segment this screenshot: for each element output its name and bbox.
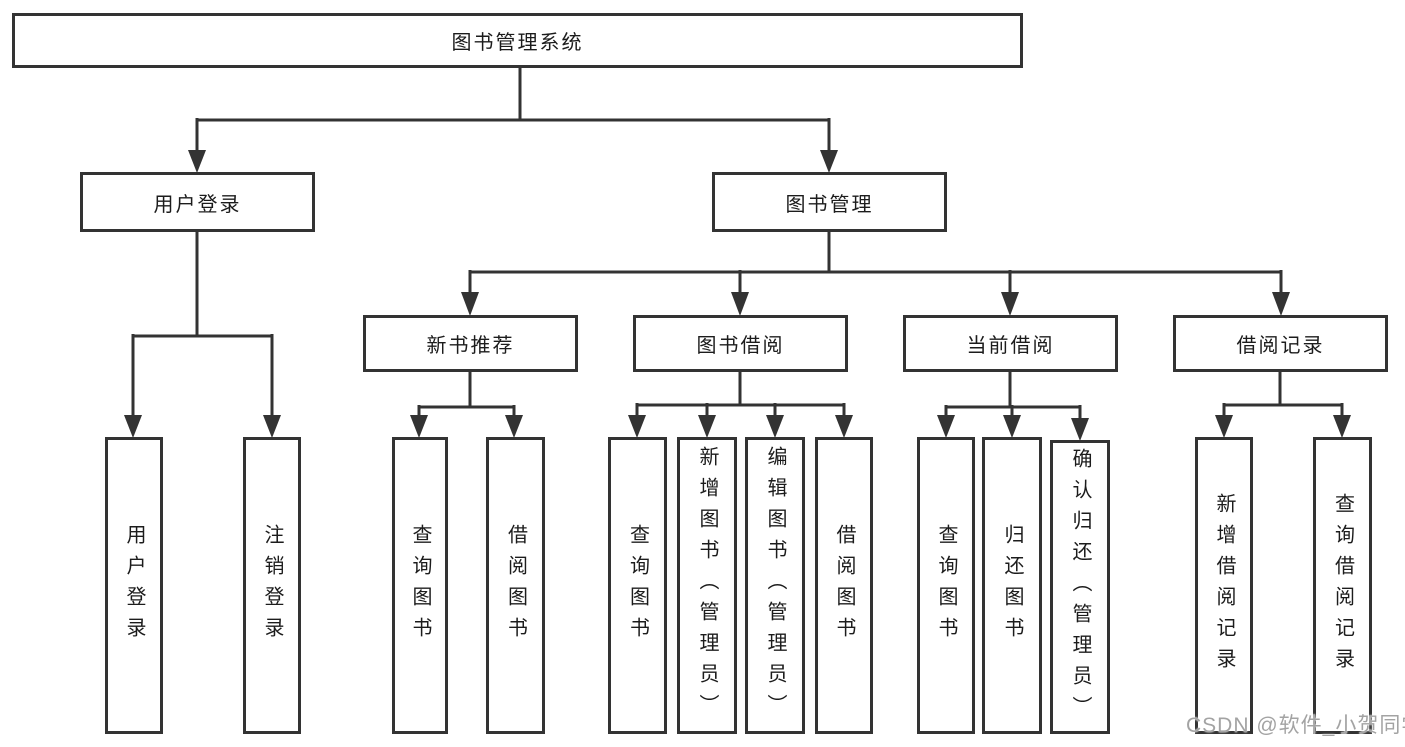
leaf-edit-books-admin: 编辑图书（管理员） <box>745 437 805 734</box>
leaf-borrow-books-2: 借阅图书 <box>815 437 873 734</box>
leaf-add-borrow-record: 新增借阅记录 <box>1195 437 1253 734</box>
leaf-confirm-return-admin-label: 确认归还（管理员） <box>1069 447 1091 727</box>
leaf-logout: 注销登录 <box>243 437 301 734</box>
leaf-borrow-books-1-label: 借阅图书 <box>504 523 527 648</box>
leaf-add-books-admin: 新增图书（管理员） <box>677 437 737 734</box>
leaf-confirm-return-admin: 确认归还（管理员） <box>1050 440 1110 734</box>
leaf-query-borrow-record-label: 查询借阅记录 <box>1331 492 1354 679</box>
leaf-add-books-admin-label: 新增图书（管理员） <box>696 446 718 725</box>
node-book-borrowing: 图书借阅 <box>633 315 848 372</box>
node-borrowing-records: 借阅记录 <box>1173 315 1388 372</box>
leaf-borrow-books-2-label: 借阅图书 <box>833 523 855 648</box>
leaf-query-books-1-label: 查询图书 <box>409 523 431 648</box>
leaf-query-books-1: 查询图书 <box>392 437 448 734</box>
node-library-management-system: 图书管理系统 <box>12 13 1023 68</box>
leaf-borrow-books-1: 借阅图书 <box>486 437 545 734</box>
leaf-edit-books-admin-label: 编辑图书（管理员） <box>764 446 786 725</box>
node-new-book-recommendation: 新书推荐 <box>363 315 578 372</box>
leaf-add-borrow-record-label: 新增借阅记录 <box>1213 492 1235 679</box>
leaf-query-books-2-label: 查询图书 <box>626 523 649 648</box>
leaf-return-books: 归还图书 <box>982 437 1042 734</box>
leaf-user-login: 用户登录 <box>105 437 163 734</box>
leaf-query-borrow-record: 查询借阅记录 <box>1313 437 1372 734</box>
node-book-management: 图书管理 <box>712 172 947 232</box>
leaf-query-books-3: 查询图书 <box>917 437 975 734</box>
leaf-query-books-2: 查询图书 <box>608 437 667 734</box>
leaf-return-books-label: 归还图书 <box>1001 523 1023 648</box>
csdn-watermark: CSDN @软件_小贺同学 <box>1186 714 1405 737</box>
node-user-login: 用户登录 <box>80 172 315 232</box>
leaf-query-books-3-label: 查询图书 <box>935 523 957 648</box>
leaf-logout-label: 注销登录 <box>261 523 283 648</box>
leaf-user-login-label: 用户登录 <box>123 523 145 648</box>
node-current-borrowing: 当前借阅 <box>903 315 1118 372</box>
